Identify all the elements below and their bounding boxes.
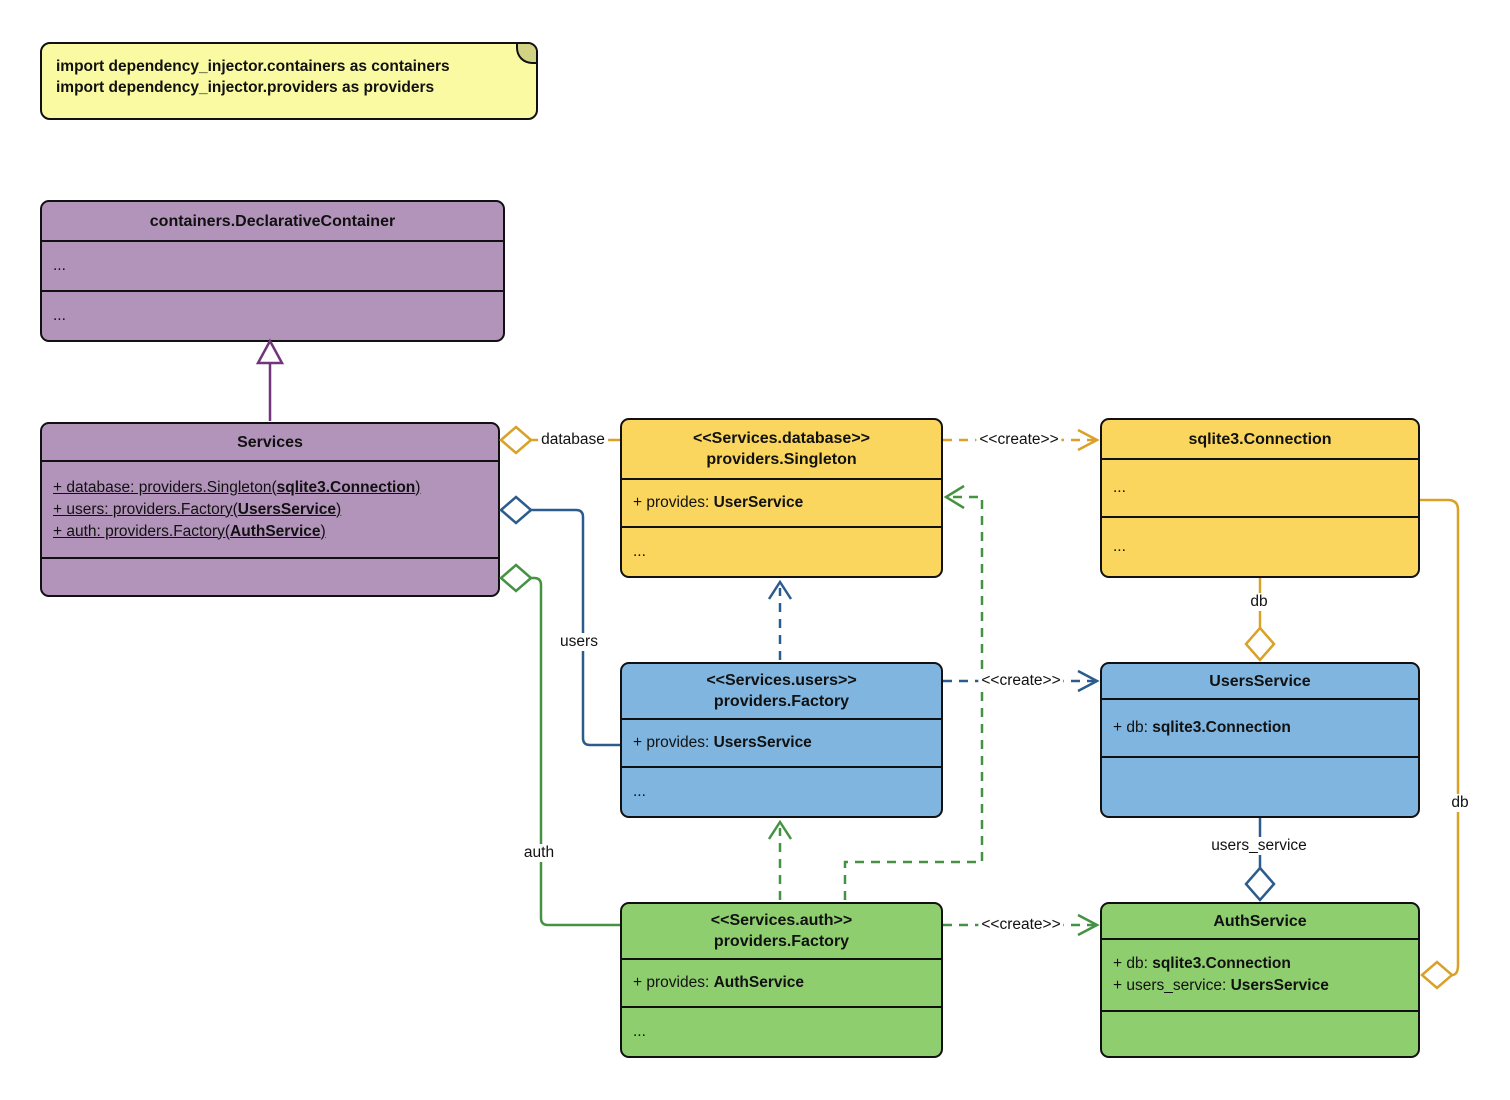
inheritance-triangle-icon — [255, 338, 285, 365]
class-declarative-container: containers.DeclarativeContainer ... ... — [40, 200, 505, 342]
class-singleton-database: <<Services.database>> providers.Singleto… — [620, 418, 943, 578]
attributes-section: + database: providers.Singleton(sqlite3.… — [42, 460, 498, 557]
class-factory-users: <<Services.users>> providers.Factory + p… — [620, 662, 943, 818]
arrowhead-icon — [1077, 913, 1100, 937]
arrowhead-icon — [1077, 428, 1100, 452]
class-title-text: containers.DeclarativeContainer — [149, 212, 396, 230]
note-line: import dependency_injector.providers as … — [56, 79, 435, 96]
class-title: <<Services.database>> providers.Singleto… — [622, 420, 941, 478]
attributes-section: ... — [42, 240, 503, 290]
stereotype-text: <<Services.users>> — [706, 672, 857, 689]
methods-section: ... — [42, 290, 503, 340]
edge-label-database: database — [538, 431, 608, 449]
class-services: Services + database: providers.Singleton… — [40, 422, 500, 597]
db-right-edge — [1420, 498, 1460, 977]
class-title: <<Services.users>> providers.Factory — [622, 664, 941, 718]
ellipsis-text: ... — [53, 257, 66, 274]
class-title: <<Services.auth>> providers.Factory — [622, 904, 941, 958]
methods-section: ... — [1102, 516, 1418, 576]
ellipsis-text: ... — [633, 543, 646, 560]
aggregation-diamond-db-icon — [1244, 626, 1276, 662]
edge-label-users-service: users_service — [1208, 837, 1310, 855]
stereotype-text: <<Services.database>> — [692, 430, 871, 447]
attributes-section: + provides: UserService — [622, 478, 941, 526]
attribute-provides: + provides: UsersService — [633, 734, 812, 751]
edge-label-db: db — [1247, 593, 1271, 611]
attribute-database: + database: providers.Singleton(sqlite3.… — [53, 478, 421, 496]
ellipsis-text: ... — [1113, 538, 1126, 555]
class-title: sqlite3.Connection — [1102, 420, 1418, 458]
stereotype-text: <<Services.auth>> — [710, 912, 853, 929]
class-users-service: UsersService + db: sqlite3.Connection — [1100, 662, 1420, 818]
arrowhead-icon — [1077, 669, 1100, 693]
attribute-provides: + provides: UserService — [633, 494, 804, 511]
ellipsis-text: ... — [53, 307, 66, 324]
attributes-section: ... — [1102, 458, 1418, 516]
class-title-text: sqlite3.Connection — [1188, 430, 1332, 448]
methods-section — [1102, 1010, 1418, 1056]
arrowhead-icon — [767, 579, 793, 600]
methods-section: ... — [622, 1006, 941, 1056]
aggregation-diamond-db-right-icon — [1420, 960, 1454, 990]
attribute-db: + db: sqlite3.Connection — [1113, 719, 1291, 736]
methods-section — [1102, 756, 1418, 816]
attributes-section: + provides: AuthService — [622, 958, 941, 1006]
edge-label-users: users — [557, 633, 601, 651]
class-title-text: providers.Factory — [713, 933, 850, 950]
class-title: UsersService — [1102, 664, 1418, 698]
attributes-section: + db: sqlite3.Connection — [1102, 698, 1418, 756]
auth-edge — [531, 576, 620, 927]
ellipsis-text: ... — [633, 1023, 646, 1040]
arrowhead-icon — [767, 819, 793, 840]
class-auth-service: AuthService + db: sqlite3.Connection + u… — [1100, 902, 1420, 1058]
edge-label-auth: auth — [520, 844, 558, 862]
users-edge — [531, 508, 620, 747]
import-note: import dependency_injector.containers as… — [40, 42, 538, 120]
aggregation-diamond-database-icon — [499, 425, 533, 455]
methods-section: ... — [622, 766, 941, 816]
aggregation-diamond-auth-icon — [499, 563, 533, 593]
attribute-db: + db: sqlite3.Connection — [1113, 955, 1291, 972]
class-title-text: UsersService — [1209, 672, 1311, 690]
aggregation-diamond-users-service-icon — [1244, 866, 1276, 902]
aggregation-diamond-users-icon — [499, 495, 533, 525]
methods-section — [42, 557, 498, 595]
attributes-section: + provides: UsersService — [622, 718, 941, 766]
note-fold-corner-icon — [516, 44, 536, 64]
attributes-section: + db: sqlite3.Connection + users_service… — [1102, 938, 1418, 1010]
edge-label-create-users: <<create>> — [978, 672, 1064, 690]
edge-label-db-right: db — [1448, 794, 1472, 812]
ellipsis-text: ... — [633, 783, 646, 800]
methods-section: ... — [622, 526, 941, 576]
class-title: AuthService — [1102, 904, 1418, 938]
attribute-auth: + auth: providers.Factory(AuthService) — [53, 522, 326, 540]
edge-label-create-database: <<create>> — [976, 431, 1062, 449]
attribute-users-service: + users_service: UsersService — [1113, 977, 1329, 994]
class-title-text: Services — [237, 433, 303, 451]
class-title: containers.DeclarativeContainer — [42, 202, 503, 240]
edge-label-create-auth: <<create>> — [978, 916, 1064, 934]
class-title-text: providers.Factory — [713, 693, 850, 710]
class-sqlite3-connection: sqlite3.Connection ... ... — [1100, 418, 1420, 578]
attribute-provides: + provides: AuthService — [633, 974, 805, 991]
note-line: import dependency_injector.containers as… — [56, 58, 450, 75]
ellipsis-text: ... — [1113, 479, 1126, 496]
arrowhead-icon — [943, 484, 965, 510]
class-factory-auth: <<Services.auth>> providers.Factory + pr… — [620, 902, 943, 1058]
class-title-text: providers.Singleton — [706, 451, 857, 468]
class-title-text: AuthService — [1213, 912, 1307, 930]
attribute-users: + users: providers.Factory(UsersService) — [53, 500, 342, 518]
class-title: Services — [42, 424, 498, 460]
